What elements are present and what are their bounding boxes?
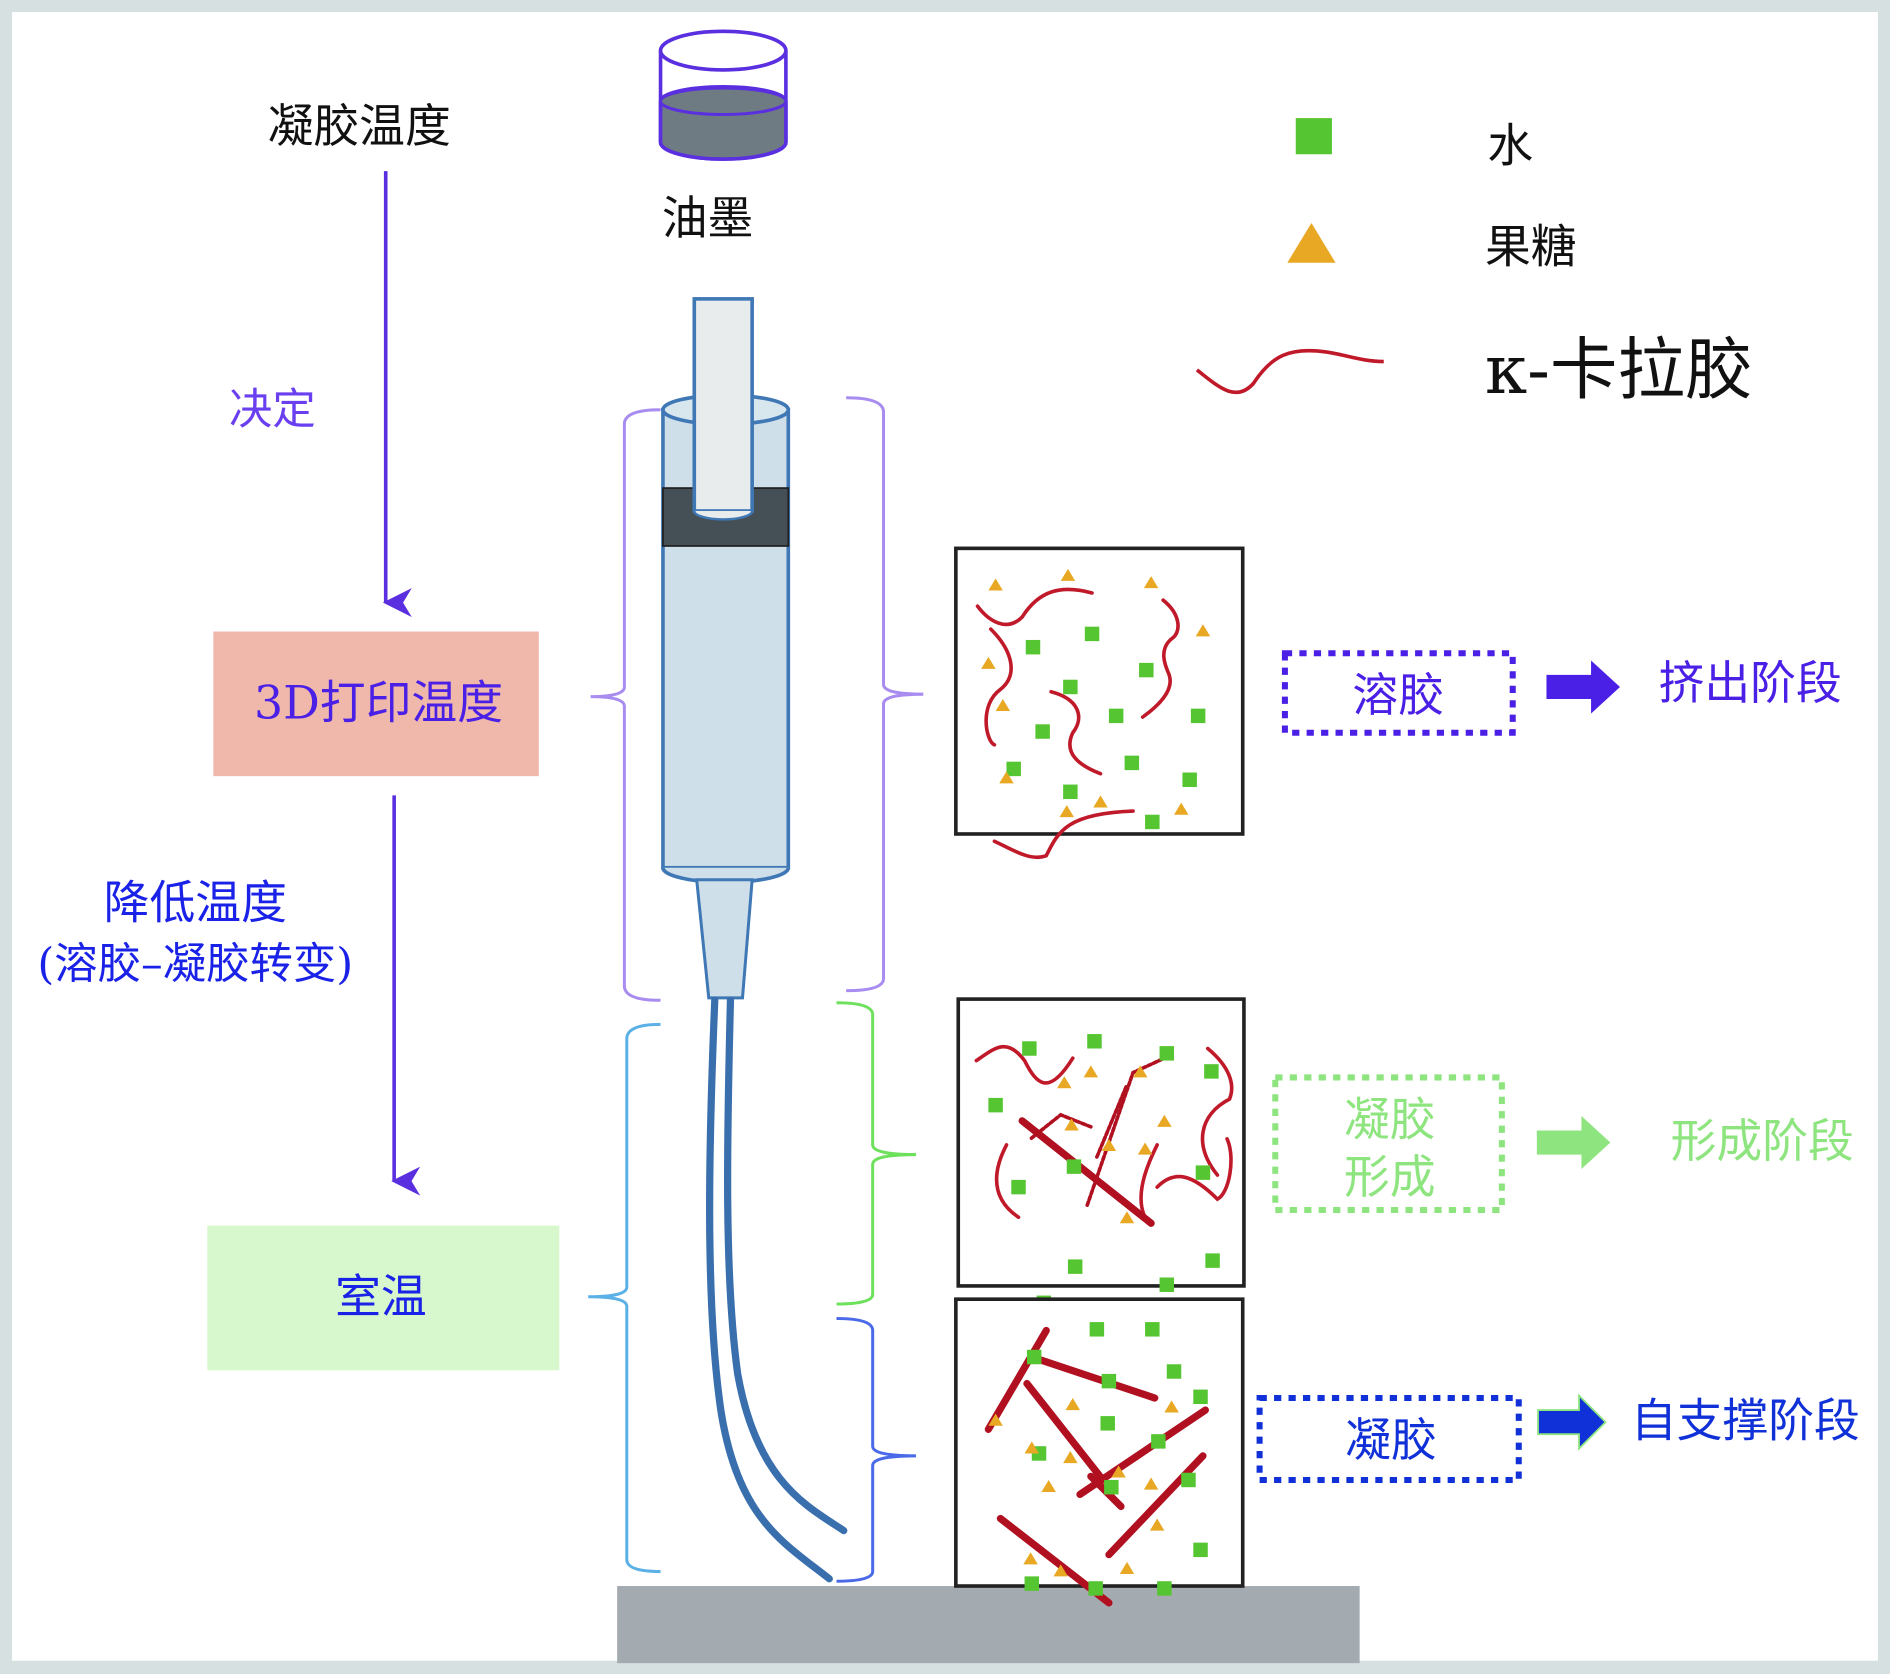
print-temperature-box: [213, 631, 539, 777]
brace-left-syringe: [590, 408, 661, 1002]
room-temperature-label: 室温: [335, 1269, 427, 1323]
substrate-plate: [617, 1586, 1360, 1664]
water-molecules: [1006, 626, 1206, 830]
self-support-stage-label: 自支撑阶段: [1631, 1394, 1860, 1448]
legend: 水 果糖 κ-卡拉胶: [1195, 118, 1752, 409]
gel-state-box: [1256, 1395, 1522, 1483]
water-molecules: [1024, 1322, 1208, 1596]
fructose-molecules: [1057, 1065, 1172, 1224]
room-temperature-box: [207, 1225, 560, 1371]
arrow-self-support-icon: [1537, 1393, 1607, 1451]
print-temperature-label: 3D打印温度: [254, 675, 503, 729]
microstructure-gel: [954, 1297, 1245, 1607]
extrusion-stage-label: 挤出阶段: [1659, 656, 1842, 710]
brace-right-syringe: [846, 396, 924, 993]
arrow-formation-icon: [1536, 1116, 1611, 1170]
carrageenan-legend-icon: [1195, 348, 1384, 395]
printed-filament: [706, 996, 848, 1583]
ink-label: 油墨: [662, 191, 754, 245]
gelation-state-box: [1272, 1074, 1505, 1214]
gelation-state-label-line2: 形成: [1344, 1150, 1436, 1204]
sol-gel-transition-label: (溶胶–凝胶转变): [37, 940, 353, 990]
legend-label-carrageenan: κ-卡拉胶: [1485, 330, 1752, 409]
legend-label-fructose: 果糖: [1485, 220, 1577, 274]
fructose-molecules: [981, 568, 1211, 818]
sol-state-box: [1281, 650, 1516, 736]
gel-state-label: 凝胶: [1345, 1413, 1437, 1467]
water-legend-icon: [1295, 118, 1332, 155]
lower-temperature-label: 降低温度: [104, 875, 287, 929]
formation-stage-label: 形成阶段: [1671, 1114, 1854, 1168]
fructose-legend-icon: [1287, 222, 1336, 263]
determines-label: 决定: [229, 385, 316, 435]
brace-left-filament: [588, 1022, 661, 1574]
arrow-extrusion-icon: [1546, 660, 1620, 714]
microstructure-sol: [954, 546, 1245, 859]
gel-temperature-label: 凝胶温度: [268, 99, 451, 153]
ink-beaker-icon: [658, 29, 788, 161]
canvas-background: [12, 12, 1878, 1661]
syringe-icon: [661, 297, 791, 1000]
microstructure-gelation: [956, 997, 1246, 1311]
legend-label-water: 水: [1487, 118, 1533, 172]
sol-state-label: 溶胶: [1352, 668, 1444, 722]
gelation-state-label-line1: 凝胶: [1344, 1092, 1436, 1146]
fructose-molecules: [988, 1398, 1179, 1577]
brace-right-gel: [836, 1316, 917, 1583]
brace-right-gelation: [836, 1001, 917, 1306]
